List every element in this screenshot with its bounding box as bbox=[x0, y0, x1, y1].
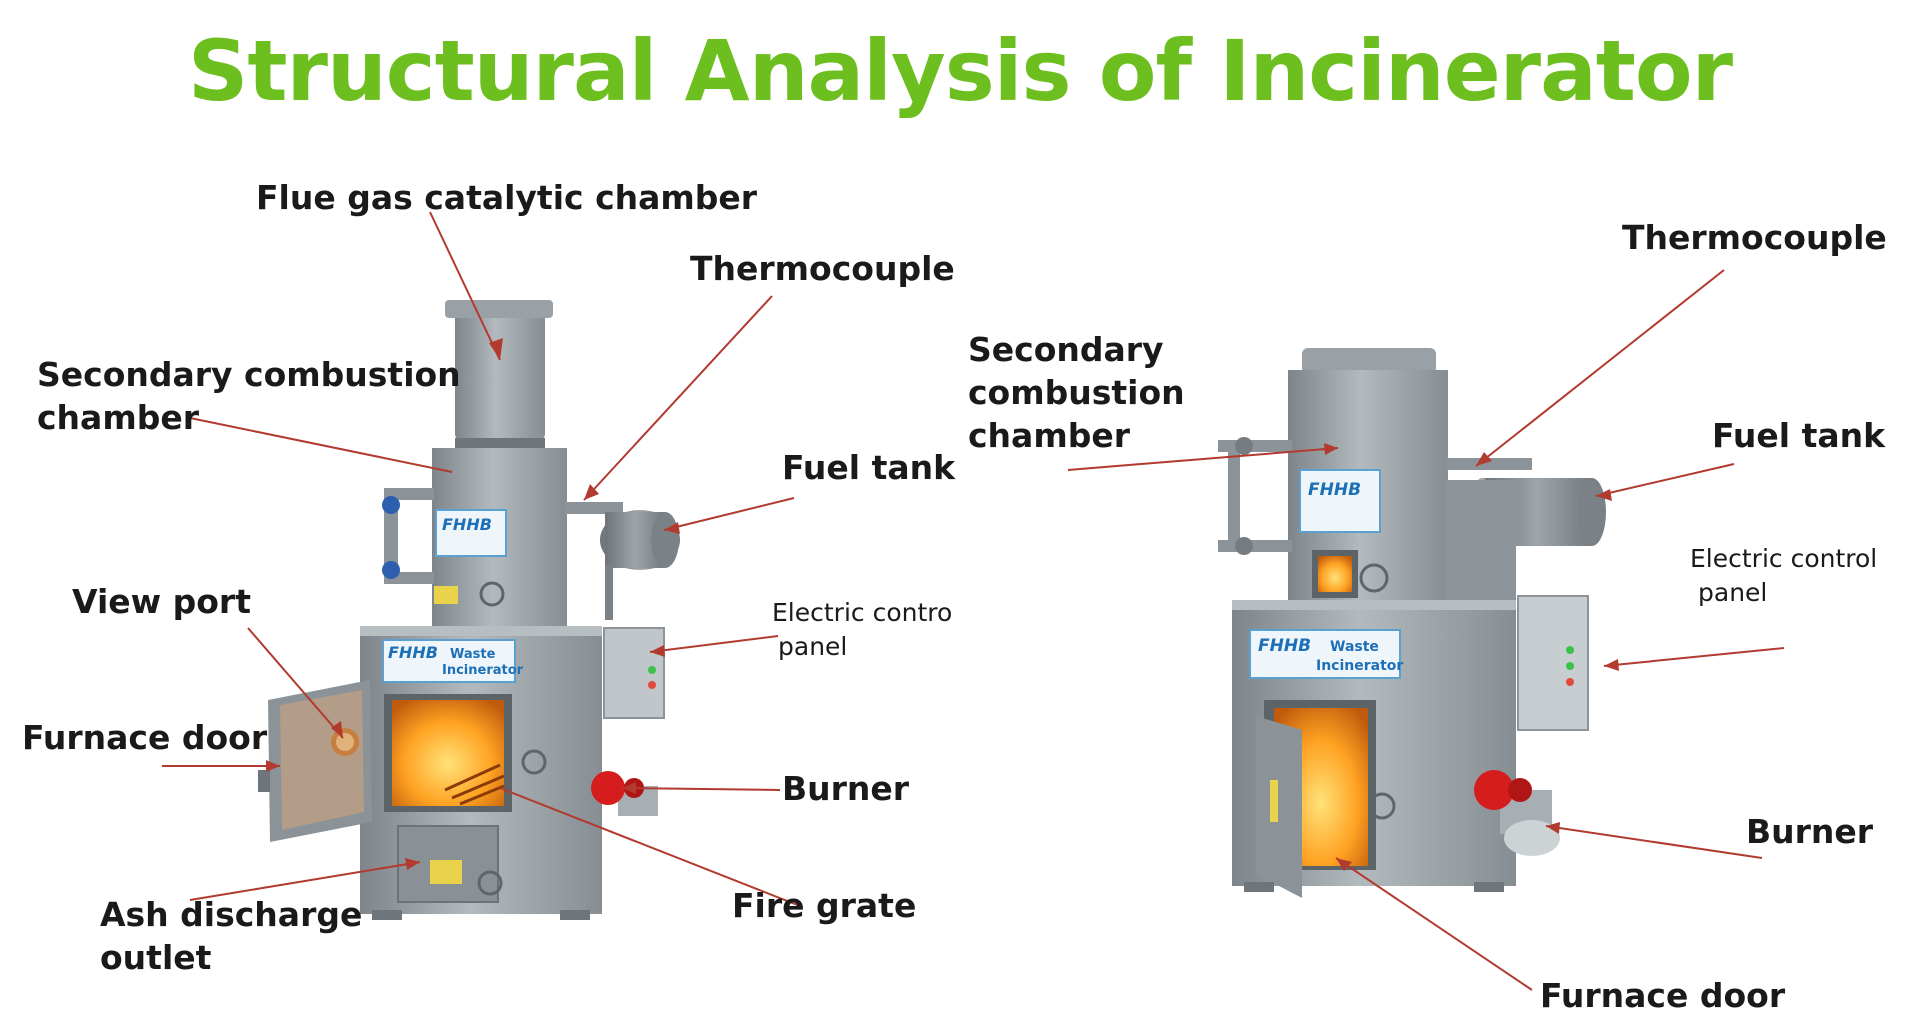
svg-text:FHHB: FHHB bbox=[1308, 480, 1361, 500]
label-right-secondary-1: Secondary bbox=[968, 330, 1164, 369]
leader-right-furnace-door bbox=[1335, 857, 1533, 991]
right-badge-line2: Incinerator bbox=[1316, 658, 1403, 674]
leader-left-ash bbox=[189, 861, 421, 901]
svg-text:FHHB: FHHB bbox=[442, 515, 492, 534]
label-right-electric-2: panel bbox=[1698, 578, 1768, 607]
label-right-electric-1: Electric control bbox=[1690, 544, 1878, 573]
left-burner bbox=[591, 771, 625, 805]
label-left-thermocouple: Thermocouple bbox=[690, 249, 955, 288]
right-badge-line1: Waste bbox=[1330, 639, 1379, 655]
leader-left-fuel-tank bbox=[663, 497, 795, 531]
leader-left-electric bbox=[649, 635, 779, 653]
label-left-electric-2: panel bbox=[778, 632, 848, 661]
leader-right-secondary bbox=[1067, 447, 1339, 471]
leader-left-burner bbox=[621, 787, 781, 791]
label-left-fuel-tank: Fuel tank bbox=[782, 448, 956, 487]
leader-right-thermocouple bbox=[1475, 269, 1725, 467]
label-right-furnace-door: Furnace door bbox=[1540, 976, 1786, 1015]
label-left-secondary-2: chamber bbox=[37, 398, 199, 437]
label-left-view-port: View port bbox=[72, 582, 251, 621]
leader-lines bbox=[162, 211, 1785, 991]
leader-right-burner bbox=[1545, 825, 1763, 859]
leader-left-secondary bbox=[189, 417, 453, 473]
label-left-furnace-door: Furnace door bbox=[22, 718, 268, 757]
label-left-burner: Burner bbox=[782, 769, 910, 808]
right-furnace-door bbox=[1256, 716, 1302, 898]
leader-left-flue-gas bbox=[429, 211, 501, 361]
label-right-secondary-3: chamber bbox=[968, 416, 1130, 455]
right-control-panel bbox=[1517, 595, 1589, 731]
right-burner bbox=[1474, 770, 1514, 810]
label-right-secondary-2: combustion bbox=[968, 373, 1185, 412]
left-control-panel bbox=[603, 627, 665, 719]
label-left-ash-2: outlet bbox=[100, 938, 212, 977]
label-right-thermocouple: Thermocouple bbox=[1622, 218, 1887, 257]
label-right-fuel-tank: Fuel tank bbox=[1712, 416, 1886, 455]
left-badge-brand: FHHB bbox=[388, 643, 438, 662]
right-incinerator: FHHB FHHB Waste Incinerator bbox=[1218, 348, 1606, 898]
label-left-fire-grate: Fire grate bbox=[732, 886, 917, 925]
label-right-burner: Burner bbox=[1746, 812, 1874, 851]
label-left-flue-gas: Flue gas catalytic chamber bbox=[256, 178, 758, 217]
leader-right-fuel-tank bbox=[1595, 463, 1735, 497]
leader-left-fire-grate bbox=[499, 787, 801, 907]
left-flue-gas-chamber bbox=[455, 312, 545, 440]
leader-left-thermocouple bbox=[583, 295, 773, 501]
label-left-electric-1: Electric contro bbox=[772, 598, 953, 627]
page-title: Structural Analysis of Incinerator bbox=[187, 22, 1733, 120]
leader-left-view-port bbox=[247, 627, 344, 739]
leader-right-electric bbox=[1603, 647, 1785, 667]
left-badge-line2: Incinerator bbox=[442, 663, 524, 678]
leader-arrowheads bbox=[266, 338, 1619, 871]
label-left-ash-1: Ash discharge bbox=[100, 895, 363, 934]
left-badge-line1: Waste bbox=[450, 647, 496, 662]
label-left-secondary-1: Secondary combustion bbox=[37, 355, 461, 394]
right-badge-brand: FHHB bbox=[1258, 636, 1311, 656]
